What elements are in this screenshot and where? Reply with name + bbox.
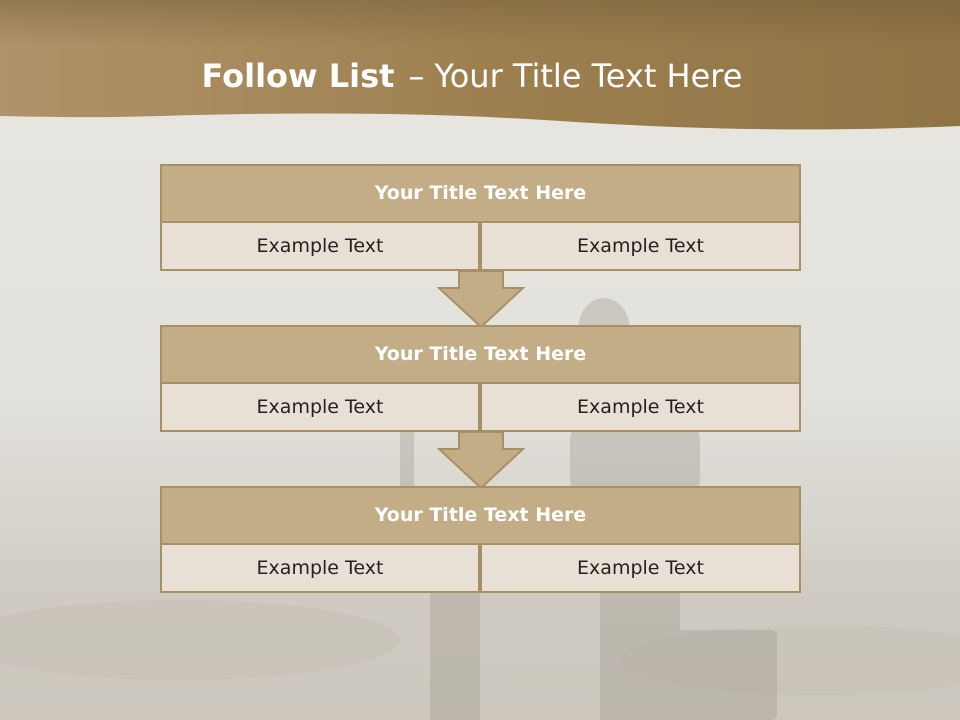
down-arrow-icon	[437, 431, 525, 489]
step-title: Your Title Text Here	[160, 486, 801, 545]
step-cell-left: Example Text	[160, 543, 480, 593]
title-separator: –	[408, 57, 425, 95]
slide-title: Follow List–Your Title Text Here	[0, 54, 944, 98]
step-cell-right: Example Text	[480, 382, 801, 432]
step-cell-left: Example Text	[160, 221, 480, 271]
down-arrow-icon	[437, 270, 525, 328]
title-bold-part: Follow List	[201, 57, 395, 95]
step-box-1: Your Title Text Here Example Text Exampl…	[160, 164, 801, 271]
step-title: Your Title Text Here	[160, 325, 801, 384]
step-cell-right: Example Text	[480, 221, 801, 271]
step-cell-right: Example Text	[480, 543, 801, 593]
step-title: Your Title Text Here	[160, 164, 801, 223]
step-box-3: Your Title Text Here Example Text Exampl…	[160, 486, 801, 593]
title-rest-part: Your Title Text Here	[434, 57, 743, 95]
step-cell-left: Example Text	[160, 382, 480, 432]
step-box-2: Your Title Text Here Example Text Exampl…	[160, 325, 801, 432]
